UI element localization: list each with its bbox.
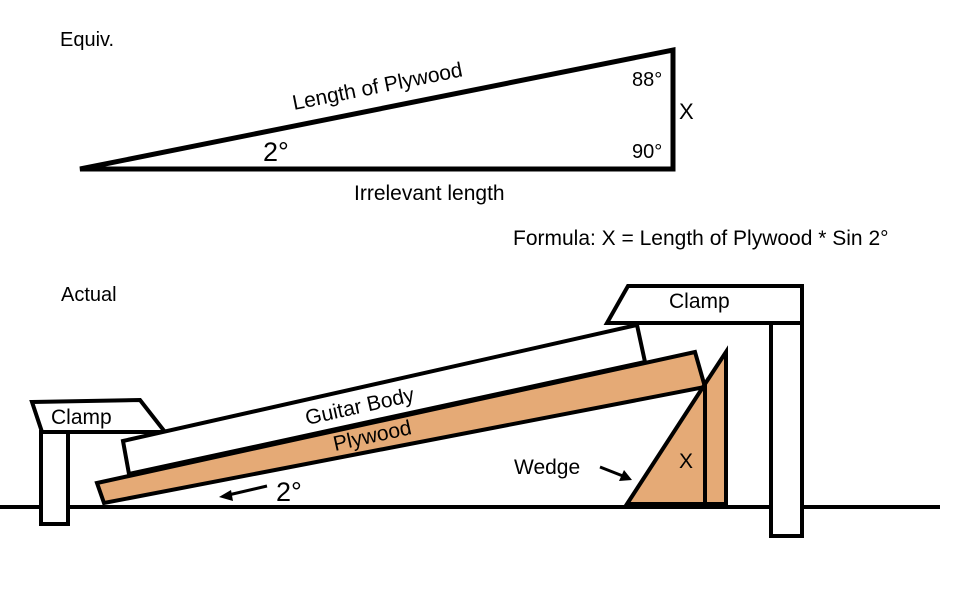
- left-clamp-label: Clamp: [51, 406, 112, 429]
- equiv-triangle: [79, 46, 676, 172]
- side-x-label: X: [679, 99, 694, 124]
- wedge-arrow: [599, 465, 632, 481]
- wedge-triangle: [623, 377, 707, 506]
- hypotenuse-label: Length of Plywood: [290, 58, 464, 114]
- left-clamp-post: [39, 430, 70, 526]
- angle-90-label: 90°: [632, 141, 662, 163]
- right-clamp-label: Clamp: [669, 290, 730, 313]
- wedge-x-label: X: [679, 450, 693, 473]
- wedge-label: Wedge: [514, 456, 580, 479]
- angle-arrow: [219, 484, 268, 501]
- actual-heading: Actual: [61, 284, 117, 306]
- formula-text: Formula: X = Length of Plywood * Sin 2°: [513, 227, 889, 250]
- angle-2-label: 2°: [263, 137, 289, 167]
- right-clamp: Clamp: [603, 284, 804, 538]
- equiv-heading: Equiv.: [60, 29, 114, 51]
- wedge-backing: [703, 345, 728, 506]
- wedge: X: [623, 345, 728, 506]
- actual-angle-label: 2°: [276, 477, 302, 507]
- base-label: Irrelevant length: [354, 182, 505, 205]
- right-clamp-head: [603, 284, 804, 325]
- angle-88-label: 88°: [632, 69, 662, 91]
- right-clamp-post: [769, 321, 804, 538]
- left-clamp: Clamp: [29, 397, 170, 526]
